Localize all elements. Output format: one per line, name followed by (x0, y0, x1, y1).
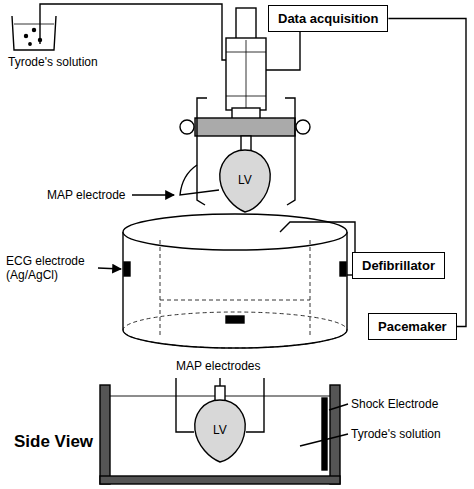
bubble (25, 35, 28, 38)
instrument-box: Data acquisition (268, 5, 388, 32)
shock-electrode (322, 398, 327, 470)
part-label: Side View (14, 432, 93, 452)
clamp-knob (296, 120, 310, 134)
map-electrode (246, 378, 264, 432)
clamp-ring (195, 118, 295, 136)
cannula-tube (219, 378, 220, 386)
bubble (29, 43, 31, 45)
instrument-box: Defibrillator (352, 252, 445, 279)
bath-floor (100, 476, 340, 484)
beaker (12, 16, 56, 50)
leader-line (132, 194, 174, 195)
holder-arm (285, 98, 295, 205)
holder-arm (197, 98, 207, 205)
perfusion-tube (40, 4, 226, 60)
heart (220, 150, 271, 212)
beaker-fluid-level (14, 24, 54, 25)
map-electrode (176, 378, 194, 432)
bath-wire (160, 240, 310, 335)
part-label: Tyrode's solution (8, 55, 98, 69)
leader-line (300, 434, 348, 446)
part-label: LV (238, 173, 252, 187)
leader-line (329, 404, 348, 410)
column-detail (226, 40, 266, 110)
shock-cable (280, 222, 355, 255)
ecg-electrode (340, 262, 346, 276)
column-body (226, 38, 266, 110)
clamp-knob (180, 120, 194, 134)
bath-wall (100, 385, 110, 484)
ecg-electrode (124, 262, 130, 276)
heart (195, 400, 246, 462)
box-label: Pacemaker (378, 319, 447, 334)
box-label: Data acquisition (278, 11, 378, 26)
map-electrode-wire (180, 165, 219, 195)
bath-rim (123, 214, 347, 250)
instrument-box: Pacemaker (368, 313, 457, 340)
bubble (33, 29, 36, 32)
bath-bottom (123, 312, 347, 348)
leader-line (98, 268, 121, 269)
part-label: ECG electrode (Ag/AgCl) (6, 254, 98, 282)
reservoir-cylinder (236, 8, 256, 40)
box-label: Defibrillator (362, 258, 435, 273)
bath-wall (330, 385, 340, 484)
ecg-electrode (226, 316, 244, 323)
part-label: Shock Electrode (351, 397, 438, 411)
signal-wire (266, 32, 300, 70)
cable (388, 19, 466, 327)
part-label: MAP electrode (47, 188, 126, 202)
part-label: LV (213, 423, 227, 437)
part-label: MAP electrodes (176, 359, 261, 373)
part-label: Tyrode's solution (351, 427, 441, 441)
